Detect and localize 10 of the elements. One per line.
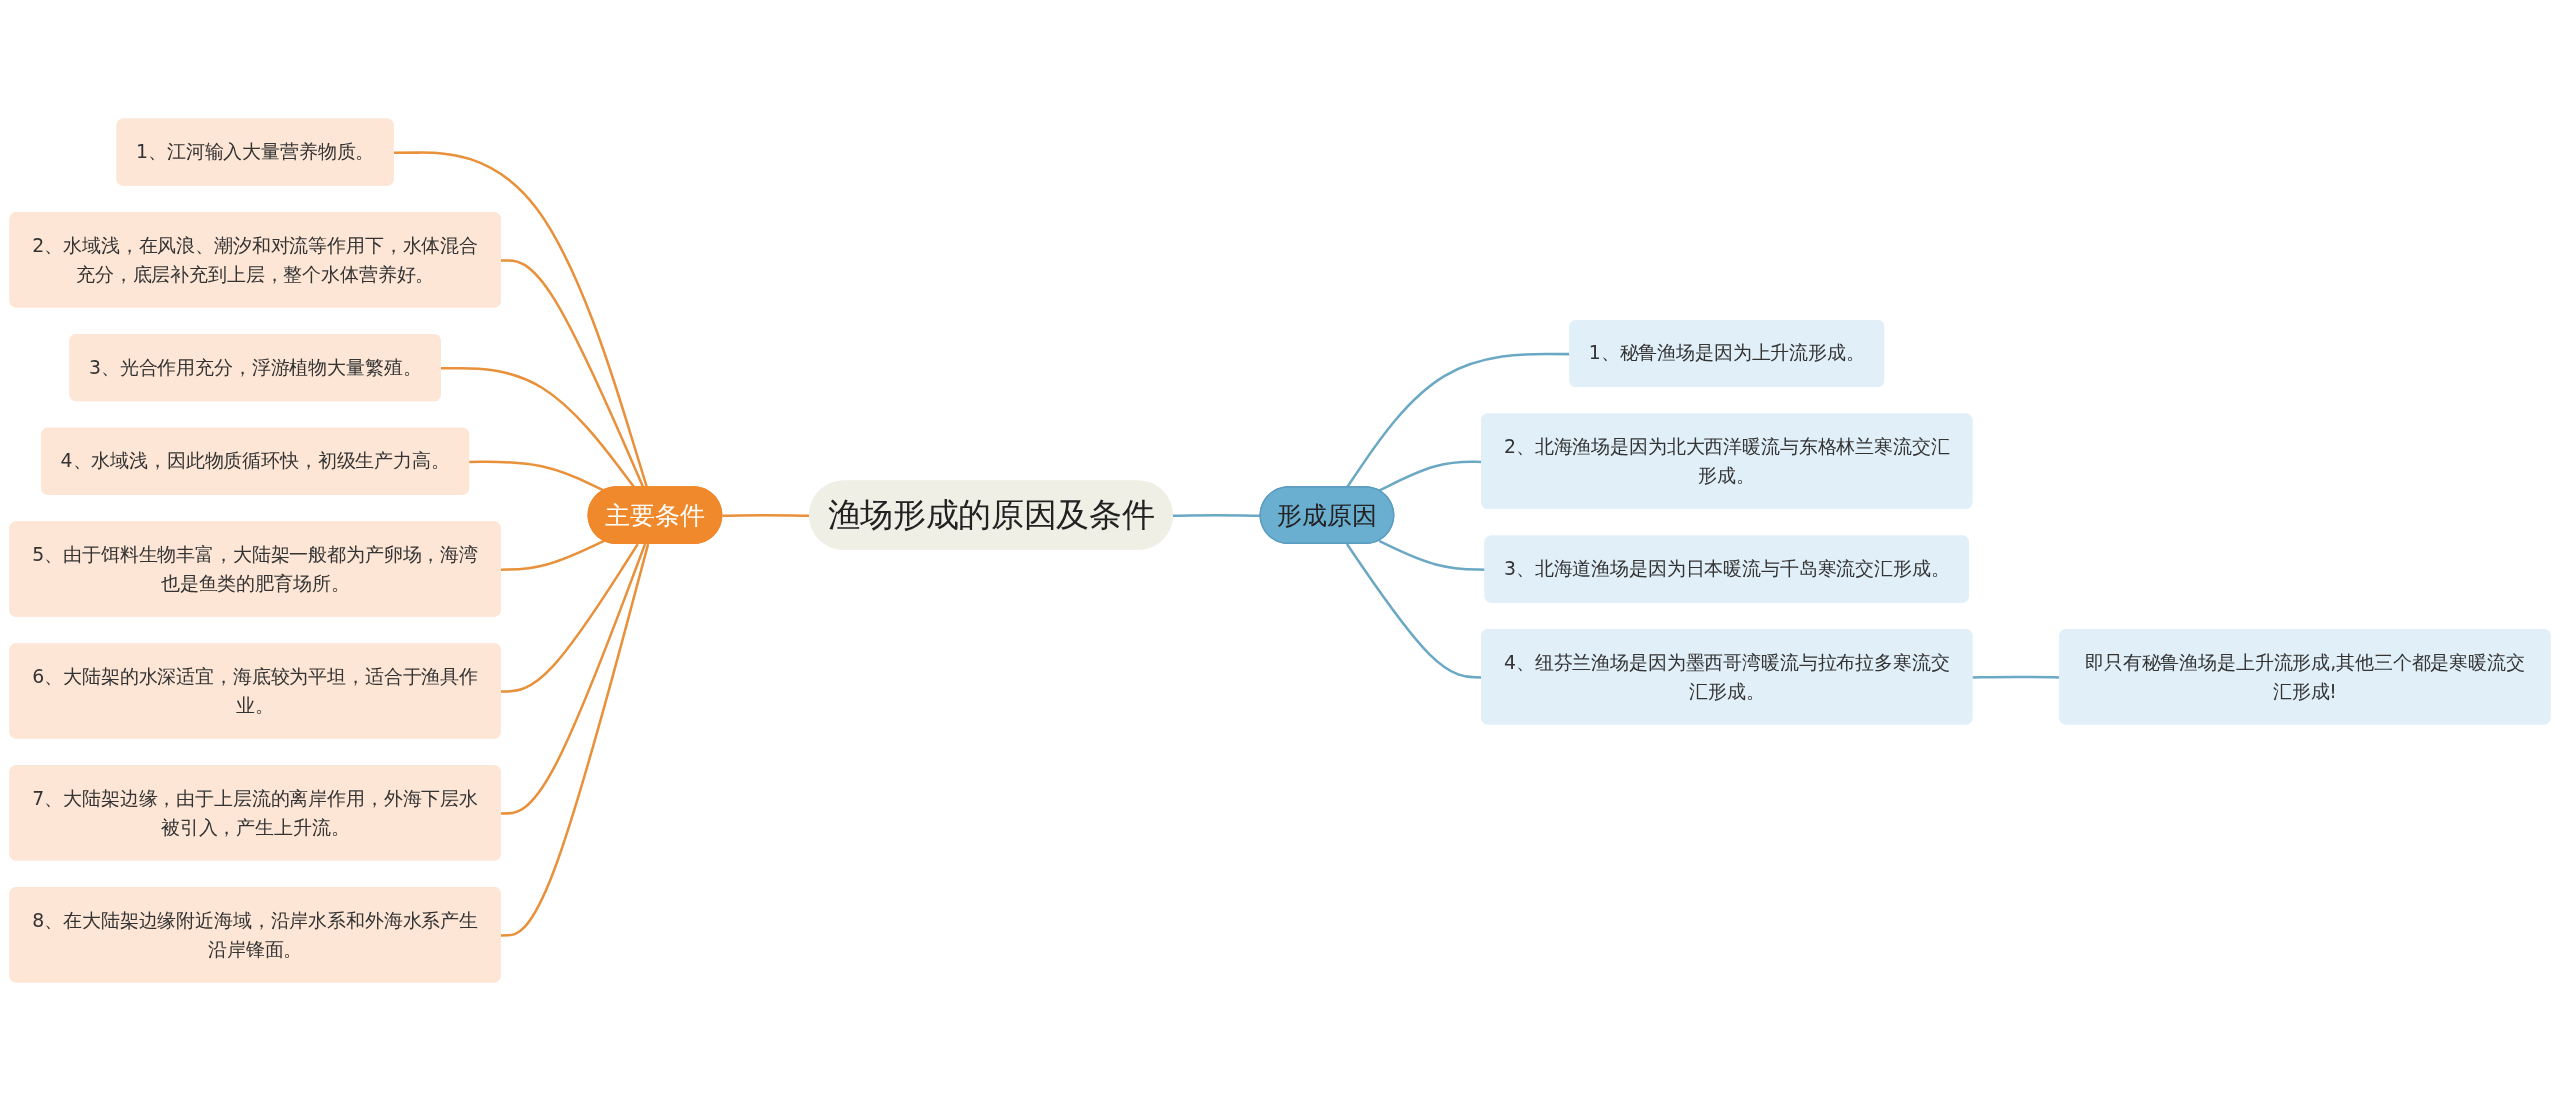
- connector: [500, 539, 605, 571]
- connector: [500, 259, 645, 488]
- connector: [500, 543, 639, 693]
- connector: [1378, 539, 1486, 571]
- connector: [1172, 514, 1261, 518]
- connector: [500, 543, 650, 937]
- connector: [393, 151, 649, 488]
- connector: [722, 514, 811, 518]
- connector: [469, 460, 605, 492]
- connector: [500, 543, 647, 815]
